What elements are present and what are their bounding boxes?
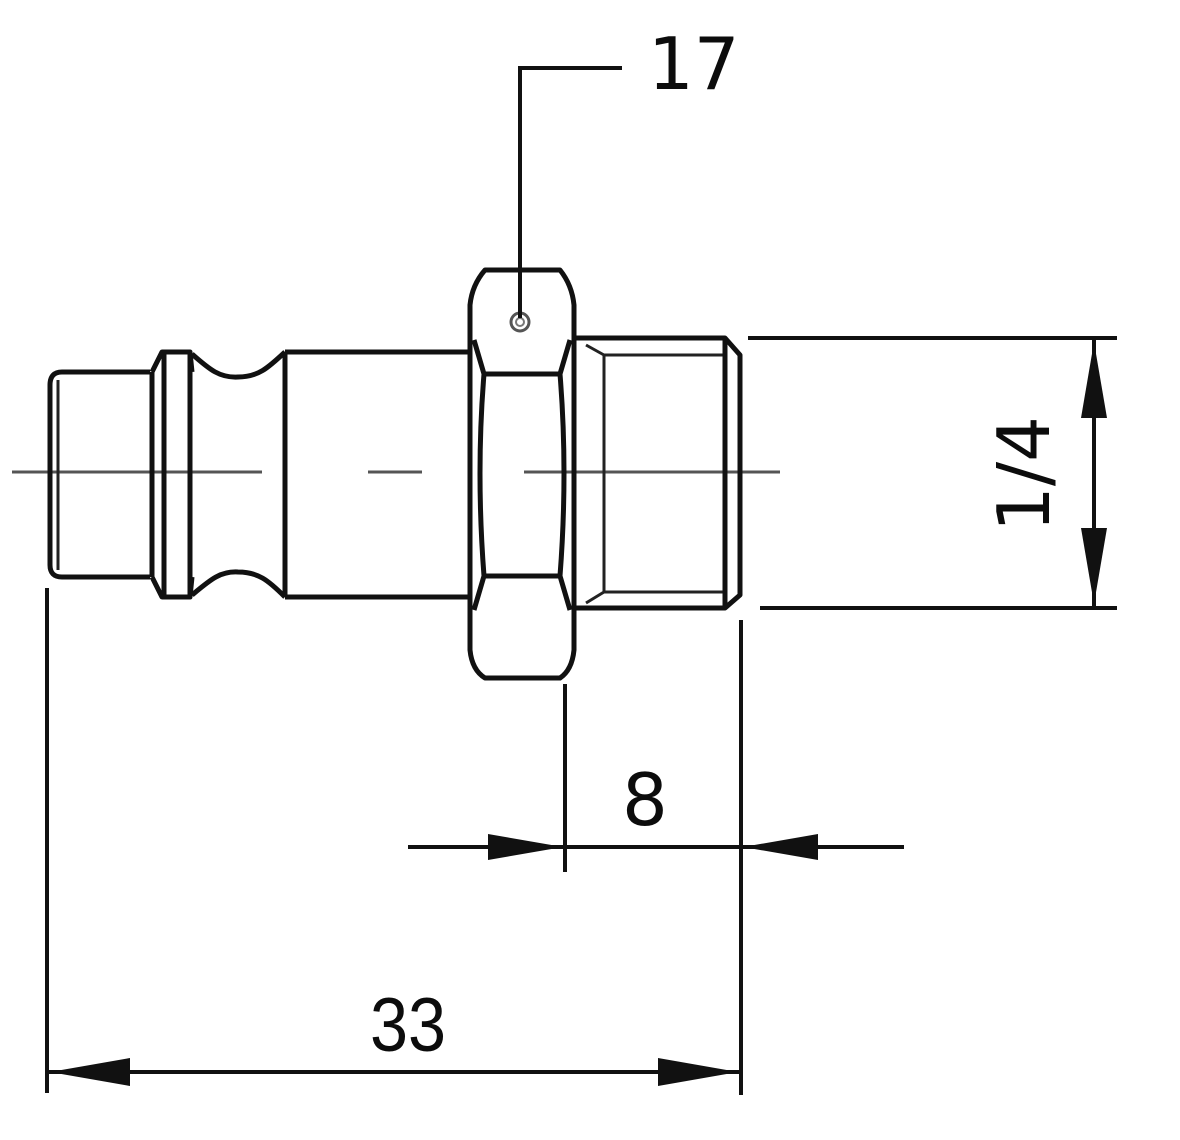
dimension-thread-size: [748, 336, 1117, 610]
callout-label-17: 17: [648, 22, 740, 106]
dimension-thread-length: [408, 620, 904, 1095]
plug-body: [282, 349, 470, 600]
dimension-label-overall-length: 33: [370, 983, 447, 1068]
plug-nose: [47, 369, 155, 580]
dimension-overall-length: [45, 588, 739, 1093]
callout-leader-17: [518, 66, 622, 318]
dimension-label-thread-size: 1/4: [982, 416, 1066, 532]
plug-groove: [190, 350, 287, 599]
dimension-label-thread-length: 8: [622, 758, 668, 842]
hex-nut: [467, 267, 577, 681]
threaded-spigot: [575, 335, 743, 611]
plug-collar: [149, 349, 195, 600]
